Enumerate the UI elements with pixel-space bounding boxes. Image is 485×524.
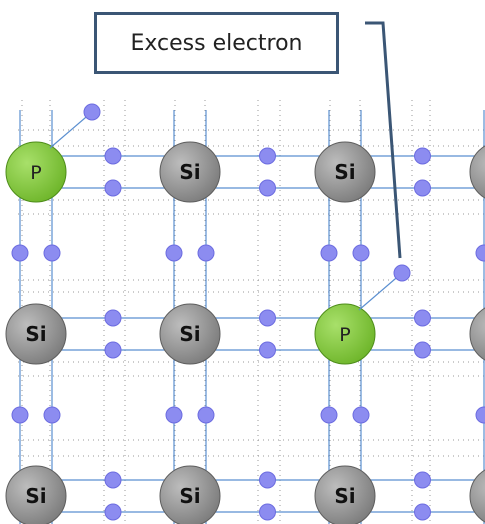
electron (352, 406, 370, 424)
silicon-atom (469, 307, 485, 361)
excess-electron-callout: Excess electron (94, 12, 339, 74)
electron (104, 147, 122, 165)
phosphorus-atom (314, 303, 376, 365)
excess-electron (393, 264, 411, 282)
electron (197, 244, 215, 262)
electron (352, 244, 370, 262)
silicon-atom (159, 141, 221, 203)
electron (259, 147, 276, 165)
silicon-atom (314, 141, 376, 203)
atoms: PSiSiSiSiSiPSiSiSiSiSi (5, 141, 485, 524)
silicon-atom (159, 303, 221, 365)
excess-electrons (49, 103, 411, 311)
electron (104, 179, 122, 197)
silicon-atom (469, 469, 485, 523)
electron (475, 406, 485, 424)
electron (165, 244, 183, 262)
silicon-atom (5, 303, 67, 365)
callout-leader-line (365, 21, 402, 259)
electron (11, 244, 29, 262)
electron (43, 406, 61, 424)
electron (104, 503, 122, 521)
electron (259, 309, 276, 327)
bond-electrons (11, 147, 485, 521)
dotted-grid (18, 100, 485, 524)
silicon-atom (314, 465, 376, 524)
electron (414, 179, 431, 197)
electron (414, 309, 431, 327)
electron (414, 147, 431, 165)
electron (259, 471, 276, 489)
silicon-atom (5, 465, 67, 524)
electron (475, 244, 485, 262)
electron (259, 503, 276, 521)
electron (414, 503, 431, 521)
electron (414, 341, 431, 359)
phosphorus-atom (5, 141, 67, 203)
electron (165, 406, 183, 424)
electron (11, 406, 29, 424)
excess-electron (83, 103, 101, 121)
electron (104, 341, 122, 359)
electron (104, 471, 122, 489)
electron (259, 179, 276, 197)
silicon-atom (469, 145, 485, 199)
excess-electron-link (358, 272, 403, 311)
excess-electron-link (49, 111, 93, 149)
silicon-atom (159, 465, 221, 524)
electron (43, 244, 61, 262)
electron (320, 406, 338, 424)
electron (104, 309, 122, 327)
electron (320, 244, 338, 262)
electron (259, 341, 276, 359)
callout-label: Excess electron (130, 30, 303, 56)
electron (414, 471, 431, 489)
electron (197, 406, 215, 424)
